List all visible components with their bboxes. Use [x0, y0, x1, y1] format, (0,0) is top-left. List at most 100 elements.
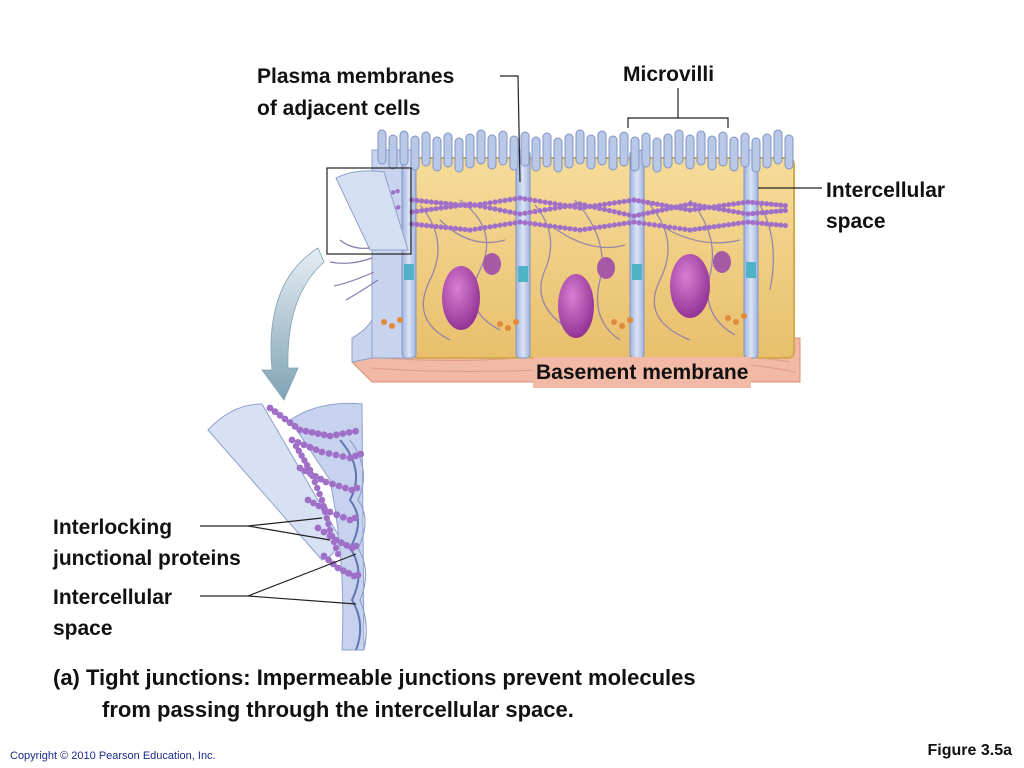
protein-bead	[636, 220, 642, 226]
protein-bead	[467, 201, 473, 207]
microvillus	[740, 132, 750, 168]
protein-bead	[502, 221, 508, 227]
protein-bead	[409, 197, 415, 203]
protein-bead	[351, 452, 359, 460]
protein-bead	[750, 210, 756, 217]
protein-bead	[300, 441, 308, 449]
protein-bead	[597, 205, 603, 211]
microvillus	[597, 130, 607, 166]
protein-bead	[582, 202, 588, 208]
protein-bead	[477, 203, 483, 209]
microvillus	[707, 135, 717, 171]
other-junctions	[381, 251, 756, 331]
protein-bead	[692, 206, 698, 212]
protein-bead	[309, 472, 316, 480]
magnification-arrow	[261, 247, 325, 401]
protein-bead	[298, 452, 305, 459]
protein-bead	[512, 196, 518, 202]
protein-bead	[601, 206, 608, 213]
protein-bead	[572, 226, 578, 232]
protein-bead	[452, 225, 459, 232]
protein-bead	[271, 408, 279, 416]
protein-bead	[601, 223, 608, 229]
protein-bead	[343, 541, 351, 549]
protein-bead	[288, 436, 296, 444]
protein-bead	[492, 206, 498, 212]
protein-bead	[320, 431, 328, 439]
protein-bead	[497, 198, 503, 204]
protein-bead	[308, 429, 316, 436]
microvillus	[388, 134, 398, 170]
nucleus-1	[442, 266, 480, 330]
protein-bead	[462, 202, 468, 208]
protein-bead	[532, 197, 538, 204]
protein-bead	[611, 200, 617, 206]
protein-bead	[547, 200, 553, 206]
protein-bead	[626, 220, 632, 226]
microvillus	[410, 135, 420, 171]
protein-bead	[682, 202, 688, 208]
protein-bead	[592, 204, 598, 210]
protein-bead	[457, 226, 463, 232]
protein-bead	[567, 203, 573, 209]
protein-bead	[317, 475, 325, 483]
protein-bead	[419, 208, 425, 214]
protein-bead	[726, 222, 732, 228]
protein-bead	[335, 482, 343, 490]
copyright-notice: Copyright © 2010 Pearson Education, Inc.	[10, 750, 216, 762]
label-intercellular-space-top-line2: space	[826, 210, 886, 233]
microvillus	[619, 131, 629, 167]
protein-bead	[482, 225, 488, 231]
protein-bead	[346, 454, 354, 462]
protein-bead	[640, 211, 646, 217]
protein-bead	[726, 202, 732, 208]
protein-bead	[487, 205, 493, 211]
protein-bead	[654, 201, 660, 207]
microvillus	[784, 134, 794, 170]
protein-bead	[487, 200, 493, 206]
protein-bead	[409, 221, 415, 227]
protein-bead	[433, 223, 439, 230]
protein-bead	[467, 227, 473, 233]
protein-bead	[527, 209, 533, 215]
protein-bead	[631, 197, 637, 203]
protein-bead	[328, 532, 336, 540]
protein-bead	[323, 514, 330, 522]
microvillus	[773, 129, 783, 165]
protein-bead	[497, 207, 503, 213]
protein-bead	[577, 201, 583, 207]
protein-bead	[768, 209, 774, 215]
microvillus	[509, 135, 519, 171]
microvillus	[498, 130, 508, 166]
protein-bead	[764, 209, 770, 215]
protein-bead	[547, 206, 553, 212]
protein-bead	[768, 201, 774, 207]
protein-bead	[616, 221, 622, 227]
protein-bead	[745, 219, 751, 225]
label-intercellular-space-top-line1: Intercellular	[826, 179, 946, 202]
microvillus	[663, 133, 673, 169]
protein-bead	[352, 542, 360, 550]
protein-bead	[527, 197, 533, 203]
protein-bead	[730, 201, 737, 207]
protein-bead	[428, 199, 434, 205]
microvillus	[542, 132, 552, 168]
protein-bead	[656, 223, 663, 229]
microvillus	[564, 133, 574, 169]
label-plasma-membranes-line1: Plasma membranes	[257, 65, 455, 88]
protein-bead	[296, 464, 304, 472]
protein-bead	[701, 225, 708, 231]
protein-bead	[592, 225, 598, 231]
protein-bead	[701, 203, 708, 210]
protein-bead	[764, 221, 770, 227]
protein-bead	[735, 200, 741, 206]
protein-bead	[334, 564, 342, 572]
protein-bead	[443, 200, 449, 207]
microvillus	[399, 130, 409, 166]
protein-bead	[304, 496, 312, 504]
label-plasma-membranes-line2: of adjacent cells	[257, 97, 421, 120]
protein-bead	[448, 225, 454, 231]
microvillus	[586, 134, 596, 170]
protein-bead	[616, 199, 622, 205]
protein-bead	[726, 208, 732, 214]
